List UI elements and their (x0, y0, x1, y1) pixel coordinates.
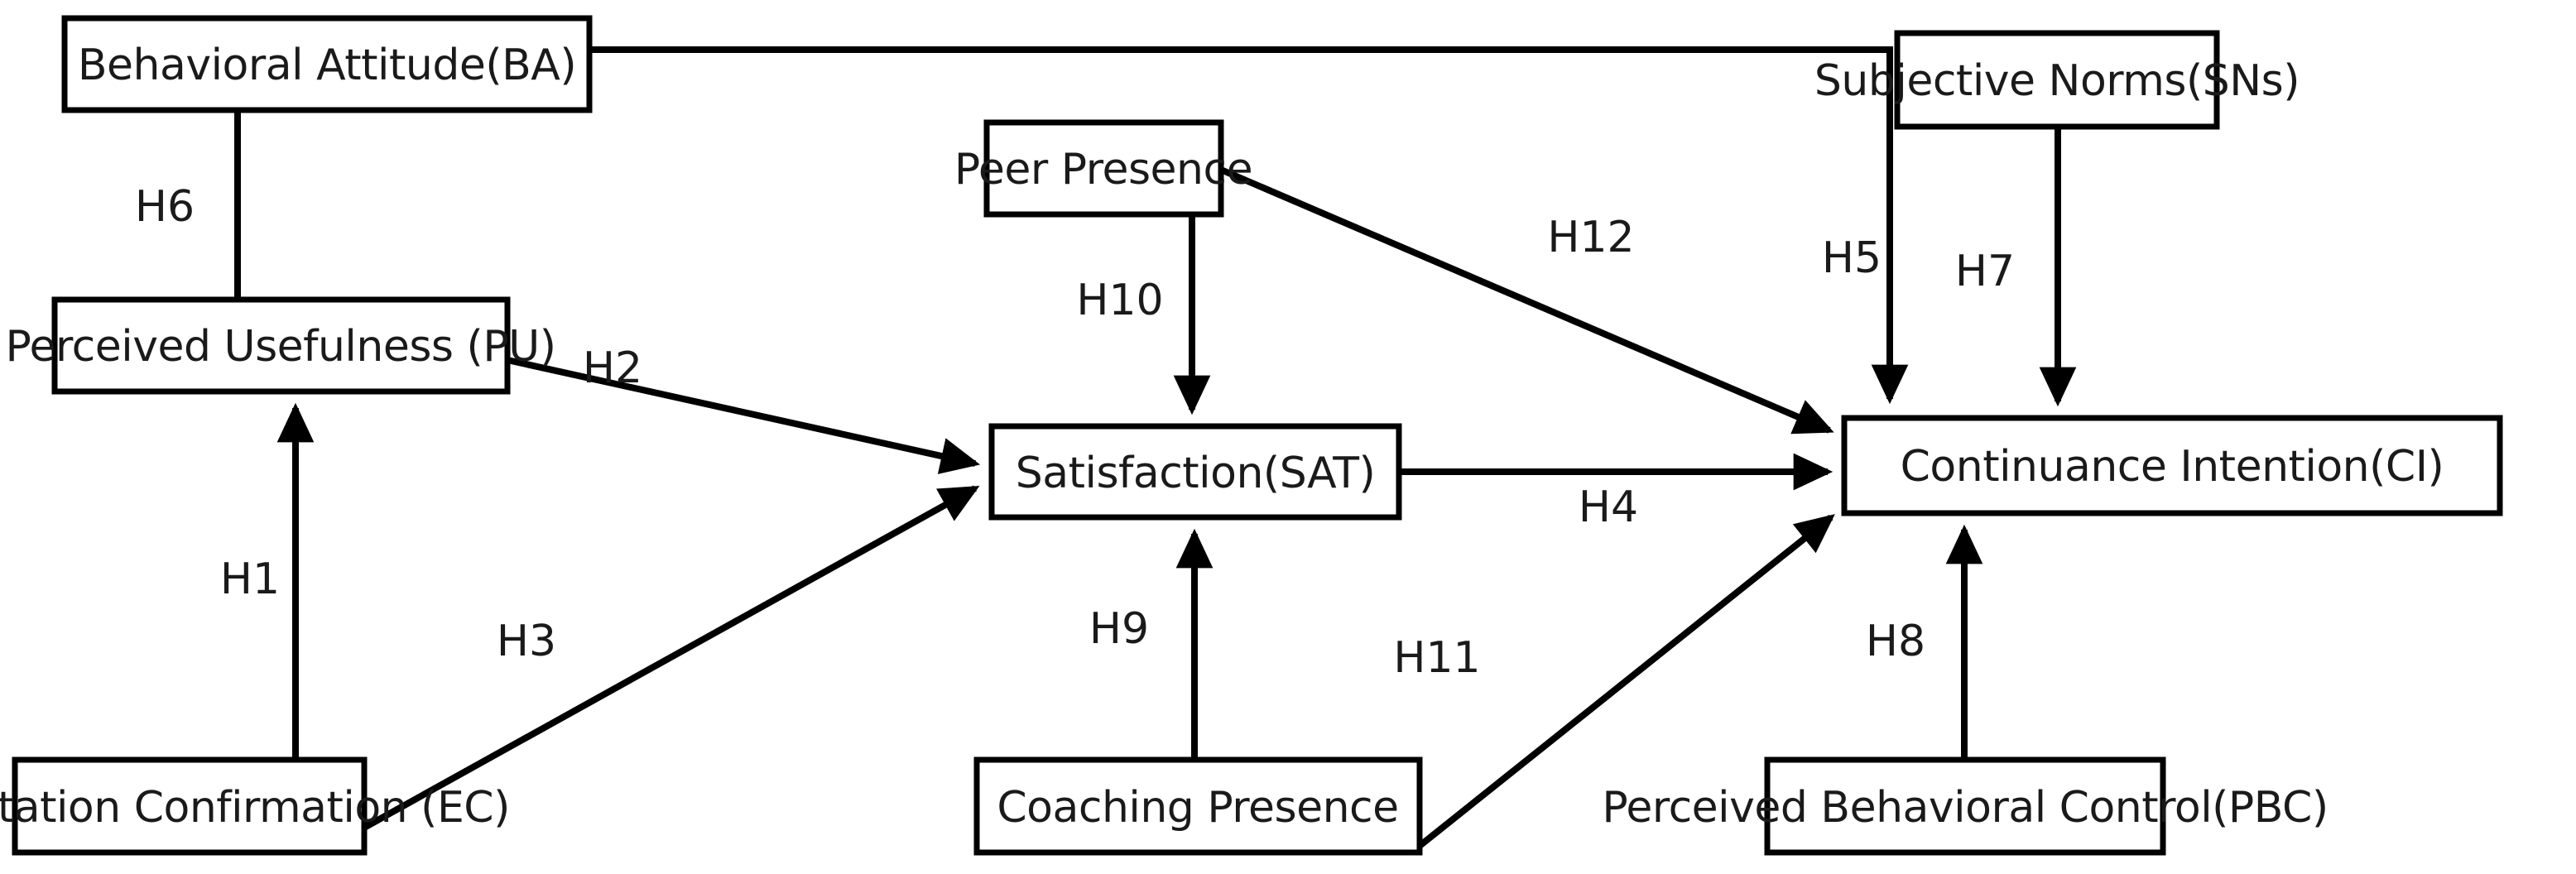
edge-h4: H4 (1399, 453, 1833, 532)
node-continuance-intention[interactable]: Continuance Intention(CI) (1841, 415, 2503, 516)
edge-h8-label: H8 (1866, 617, 1925, 666)
edge-h10-label: H10 (1076, 276, 1163, 325)
edge-h12: H12 (1219, 166, 1834, 435)
edge-h11-label: H11 (1393, 633, 1480, 683)
edge-h11: H11 (1393, 514, 1835, 849)
node-expectation-confirmation-label: Expectation Confirmation (EC) (0, 783, 510, 833)
edge-h3: H3 (363, 485, 980, 831)
edge-h1-label: H1 (220, 555, 280, 604)
node-coaching-presence-box[interactable] (973, 756, 1423, 856)
node-subjective-norms[interactable]: Subjective Norms(SNs) (1814, 30, 2300, 130)
edge-h2-line (507, 357, 981, 474)
edge-h4-label: H4 (1579, 483, 1638, 532)
edge-h12-line (1219, 166, 1834, 435)
edge-h7: H7 (1955, 127, 2077, 407)
edge-h9: H9 (1089, 528, 1214, 760)
node-perceived-usefulness[interactable]: Perceived Usefulness (PU) (5, 296, 556, 395)
node-continuance-intention-label: Continuance Intention(CI) (1901, 442, 2444, 492)
node-behavioral-attitude[interactable]: Behavioral Attitude(BA) (61, 15, 593, 113)
edge-h6-label: H6 (135, 182, 195, 232)
edge-h10: H10 (1076, 214, 1211, 415)
node-peer-presence[interactable]: Peer Presence (954, 119, 1253, 218)
node-perceived-behavioral-control-label: Perceived Behavioral Control(PBC) (1602, 783, 2328, 833)
node-satisfaction[interactable]: Satisfaction(SAT) (988, 423, 1402, 521)
edge-h1: H1 (220, 402, 315, 760)
node-coaching-presence-label: Coaching Presence (997, 783, 1398, 833)
node-expectation-confirmation-box[interactable] (12, 756, 368, 856)
node-subjective-norms-label: Subjective Norms(SNs) (1814, 56, 2300, 106)
edge-h5-label: H5 (1822, 233, 1882, 283)
edge-h12-label: H12 (1547, 213, 1634, 262)
edge-h7-label: H7 (1955, 247, 2015, 296)
node-continuance-intention-box[interactable] (1841, 415, 2503, 516)
edge-h9-label: H9 (1089, 604, 1149, 654)
edge-h5: H5 (589, 46, 1909, 405)
node-perceived-usefulness-box[interactable] (51, 296, 511, 395)
node-satisfaction-label: Satisfaction(SAT) (1016, 449, 1376, 498)
node-satisfaction-box[interactable] (988, 423, 1402, 521)
edge-h2-label: H2 (583, 343, 642, 393)
node-peer-presence-label: Peer Presence (954, 145, 1252, 194)
node-behavioral-attitude-label: Behavioral Attitude(BA) (78, 41, 576, 90)
node-peer-presence-box[interactable] (983, 119, 1224, 218)
node-expectation-confirmation[interactable]: Expectation Confirmation (EC) (0, 756, 510, 856)
node-coaching-presence[interactable]: Coaching Presence (973, 756, 1423, 856)
edge-h3-line (363, 485, 980, 831)
edge-h3-label: H3 (497, 617, 556, 666)
edge-h8: H8 (1866, 524, 1983, 760)
node-perceived-usefulness-label: Perceived Usefulness (PU) (5, 322, 555, 372)
edge-h2: H2 (507, 343, 981, 474)
node-perceived-behavioral-control[interactable]: Perceived Behavioral Control(PBC) (1602, 756, 2328, 856)
edge-h5-line (589, 46, 1909, 405)
edge-h11-line (1417, 514, 1835, 849)
node-behavioral-attitude-box[interactable] (61, 15, 593, 113)
node-subjective-norms-box[interactable] (1894, 30, 2220, 130)
node-perceived-behavioral-control-box[interactable] (1764, 756, 2166, 856)
